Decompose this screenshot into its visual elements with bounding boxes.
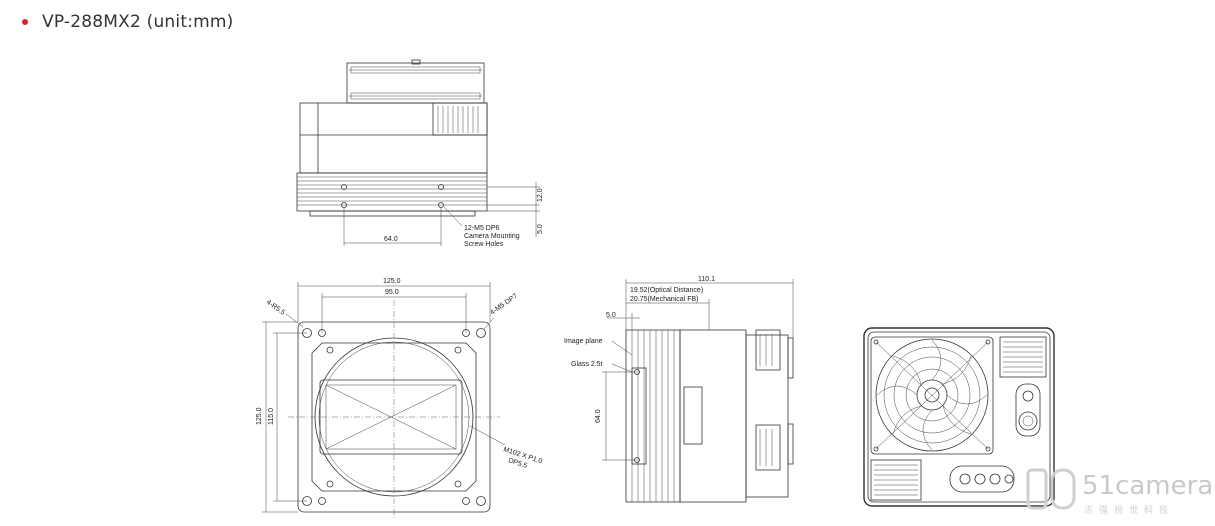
side-dim-5: 5.0	[606, 312, 616, 319]
watermark-brand: 51camera	[1082, 471, 1213, 501]
top-dim-12: 12.0	[537, 188, 544, 202]
front-view-drawing	[262, 282, 506, 520]
top-note-line1: 12-M5 DP6	[464, 225, 500, 232]
front-dim-95: 95.0	[385, 289, 399, 296]
front-corner-radius-label: 4-R5.5	[265, 299, 286, 317]
side-image-plane-label: Image plane	[564, 338, 603, 345]
back-view-drawing	[863, 327, 1055, 507]
side-dim-110: 110.1	[698, 276, 715, 283]
heading-title: VP-288MX2 (unit:mm)	[42, 12, 234, 32]
front-corner-holes-label: 4-M5 DP7	[489, 293, 519, 317]
front-dim-115: 115.0	[268, 408, 275, 425]
top-dim-64: 64.0	[384, 236, 398, 243]
top-dim-5: 5.0	[537, 224, 544, 234]
front-dim-125-width: 125.0	[383, 278, 401, 285]
bullet-icon	[22, 19, 28, 25]
watermark-subtitle: 志强视觉科技	[1084, 504, 1174, 516]
watermark-logo	[1026, 468, 1076, 510]
side-dim-64: 64.0	[595, 409, 602, 423]
side-mechanical-fb: 20.75(Mechanical FB)	[630, 296, 698, 303]
section-heading: VP-288MX2 (unit:mm)	[20, 8, 233, 36]
top-view-drawing	[296, 59, 540, 246]
front-dim-125-height: 125.0	[256, 407, 263, 425]
side-optical-distance: 19.52(Optical Distance)	[630, 287, 703, 294]
top-note-line2: Camera Mounting	[464, 233, 520, 240]
side-glass-label: Glass 2.5t	[571, 361, 603, 368]
side-view-drawing	[602, 279, 794, 503]
top-note-line3: Screw Holes	[464, 241, 504, 248]
